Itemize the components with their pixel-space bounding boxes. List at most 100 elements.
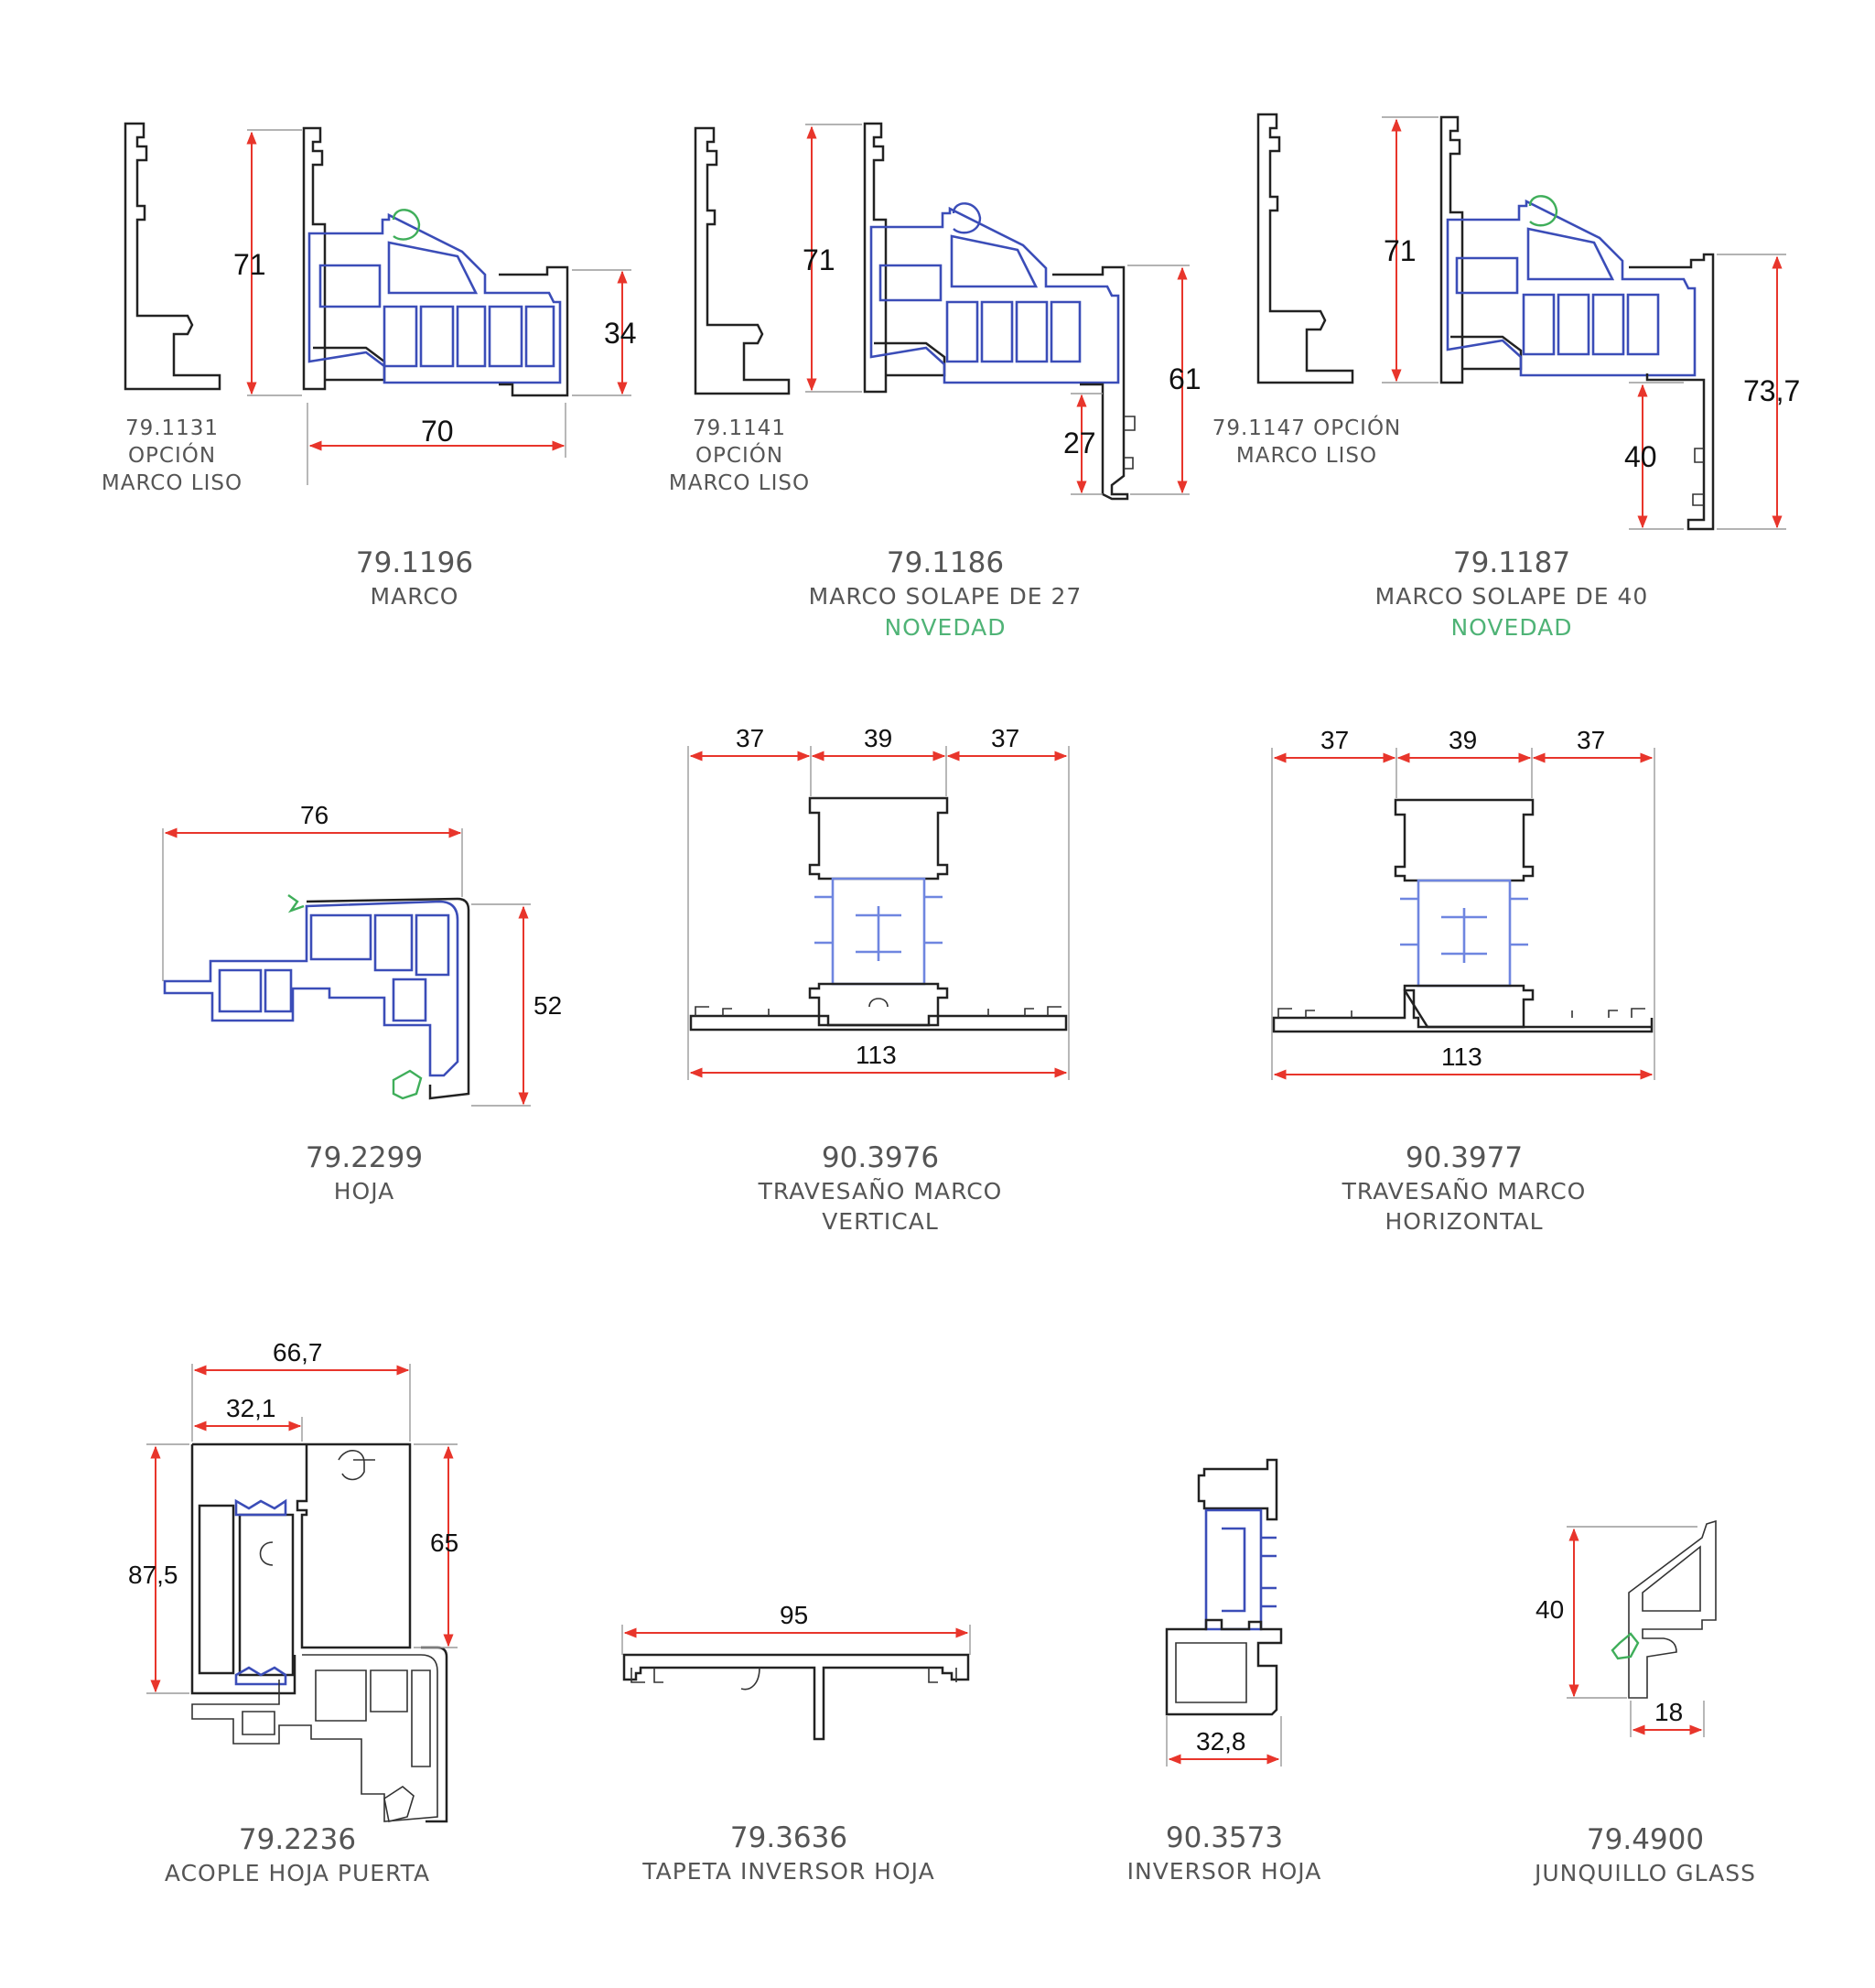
pvc-chamber-1 <box>1455 256 1519 295</box>
pvc-chamber-5 <box>264 968 293 1013</box>
profile-name: JUNQUILLO GLASS <box>1533 1860 1756 1886</box>
transom-lower-box <box>1403 984 1535 1029</box>
dimension-label: 32,1 <box>226 1394 276 1422</box>
inverter-inner <box>1175 1642 1247 1703</box>
pvc-chamber-4 <box>1591 293 1625 356</box>
dimension-label: 32,8 <box>1196 1727 1246 1756</box>
profile-name: VERTICAL <box>822 1208 939 1235</box>
coupling-outer <box>190 1442 412 1695</box>
profile-code: 79.1186 <box>887 546 1004 579</box>
pvc-chamber-6 <box>950 234 1039 288</box>
gasket-top <box>287 894 305 913</box>
profile-name: MARCO <box>371 583 459 610</box>
option-label: MARCO LISO <box>669 471 810 495</box>
profile-code: 79.1187 <box>1453 546 1570 579</box>
thermal-bridge-detail <box>1400 897 1528 963</box>
coupling-inner-box <box>198 1504 235 1675</box>
profile-79-3636: 95 79.3636 TAPETA INVERSOR HOJA <box>621 1601 971 1885</box>
dimension-label: 37 <box>1577 726 1605 754</box>
profile-code: 90.3976 <box>822 1141 939 1174</box>
thermal-bridge-detail <box>814 895 943 961</box>
dimension-label: 18 <box>1654 1698 1683 1726</box>
pvc-chamber-3 <box>1557 293 1590 356</box>
pvc-chamber-5 <box>488 305 523 368</box>
pvc-chamber-2 <box>373 913 414 972</box>
dimension-label: 70 <box>421 415 454 448</box>
profile-79-4900: 40 18 79.4900 JUNQUILLO GLASS <box>1533 1519 1756 1886</box>
pvc-chamber-4 <box>218 968 263 1013</box>
pvc-sash <box>869 206 1120 384</box>
profile-90-3976: 37 39 37 113 90.3976 TRAVESAÑO MARCO VER… <box>687 724 1070 1235</box>
profile-code: 79.4900 <box>1587 1823 1704 1856</box>
pvc-sash <box>163 900 459 1077</box>
pvc-chamber-3 <box>419 305 455 368</box>
sash-chamber <box>242 1669 431 1767</box>
dimension-label: 71 <box>803 243 835 276</box>
dimension-label: 87,5 <box>128 1561 178 1589</box>
profile-name: INVERSOR HOJA <box>1127 1858 1322 1885</box>
aluminium-cover <box>306 897 470 1100</box>
cover-clips <box>630 1667 957 1691</box>
cover-strip <box>622 1653 970 1741</box>
sash-outline <box>191 1654 438 1822</box>
pvc-chamber-3 <box>980 300 1014 363</box>
dimension-label: 73,7 <box>1743 374 1800 407</box>
pvc-chamber-1 <box>309 913 372 961</box>
frame-right-outline <box>499 265 569 397</box>
dimension-label: 71 <box>233 248 266 281</box>
dimension-label: 113 <box>1441 1043 1482 1071</box>
profile-90-3573: 32,8 90.3573 INVERSOR HOJA <box>1127 1458 1322 1885</box>
pvc-chamber-7 <box>387 241 479 295</box>
transom-base-flange <box>689 1014 1068 1032</box>
c-clip <box>259 1541 274 1566</box>
transom-base-flange <box>1272 989 1654 1033</box>
pvc-chamber-4 <box>456 305 487 368</box>
thermal-bridge-detail <box>1222 1527 1277 1613</box>
profile-name: HORIZONTAL <box>1385 1208 1543 1235</box>
profile-79-1187: 71 73,7 40 79.1147 OPCIÓN MARCO LISO 79.… <box>1212 113 1800 641</box>
dimension-label: 27 <box>1063 427 1096 459</box>
pvc-chamber-1 <box>878 264 943 302</box>
profile-outline-79-1141 <box>694 126 791 395</box>
profile-name: TRAVESAÑO MARCO <box>1342 1177 1587 1205</box>
dimension-label: 61 <box>1169 362 1202 395</box>
dimension-label: 37 <box>736 724 764 752</box>
dimension-label: 34 <box>604 317 637 350</box>
dimension-label: 37 <box>991 724 1019 752</box>
frame-outline <box>863 122 888 394</box>
pvc-sash <box>1446 199 1697 377</box>
gasket <box>1528 195 1558 227</box>
transom-lower-box <box>808 982 949 1027</box>
pvc-sash <box>307 212 562 384</box>
dimension-label: 66,7 <box>273 1338 323 1367</box>
profile-name: MARCO SOLAPE DE 27 <box>809 583 1083 610</box>
dimension-label: 113 <box>856 1041 897 1069</box>
profile-79-1196: 71 34 70 79.1131 OPCIÓN MARCO LISO 79.11… <box>102 122 637 610</box>
coupling-clip <box>338 1450 375 1481</box>
profile-code: 79.1196 <box>356 546 473 579</box>
pvc-chamber-4 <box>1015 300 1049 363</box>
dimension-label: 39 <box>864 724 892 752</box>
pvc-chamber-6 <box>392 978 427 1022</box>
transom-upper-box <box>1394 798 1535 882</box>
glazing-bead <box>1628 1519 1717 1699</box>
coupling-inner-column <box>238 1513 295 1677</box>
pvc-chamber-6 <box>524 305 555 368</box>
profile-code: 90.3573 <box>1166 1821 1283 1854</box>
frame-outline-lower <box>313 346 386 382</box>
dimension-label: 76 <box>300 801 329 829</box>
profile-code: 79.2236 <box>239 1823 356 1856</box>
profile-name: MARCO SOLAPE DE 40 <box>1375 583 1649 610</box>
pvc-chamber-5 <box>1626 293 1660 356</box>
flange-clips <box>695 998 1061 1016</box>
profile-outline-79-1131 <box>124 122 221 391</box>
profile-outline-79-1147 <box>1256 113 1354 384</box>
gasket-bottom <box>392 1069 423 1100</box>
thermal-bridge-top <box>234 1498 287 1517</box>
dimension-label: 40 <box>1624 440 1657 473</box>
dimension-label: 95 <box>780 1601 808 1629</box>
profile-code: 90.3977 <box>1406 1141 1523 1174</box>
dimension-label: 71 <box>1384 234 1417 267</box>
inverter-bottom-box <box>1165 1618 1283 1716</box>
